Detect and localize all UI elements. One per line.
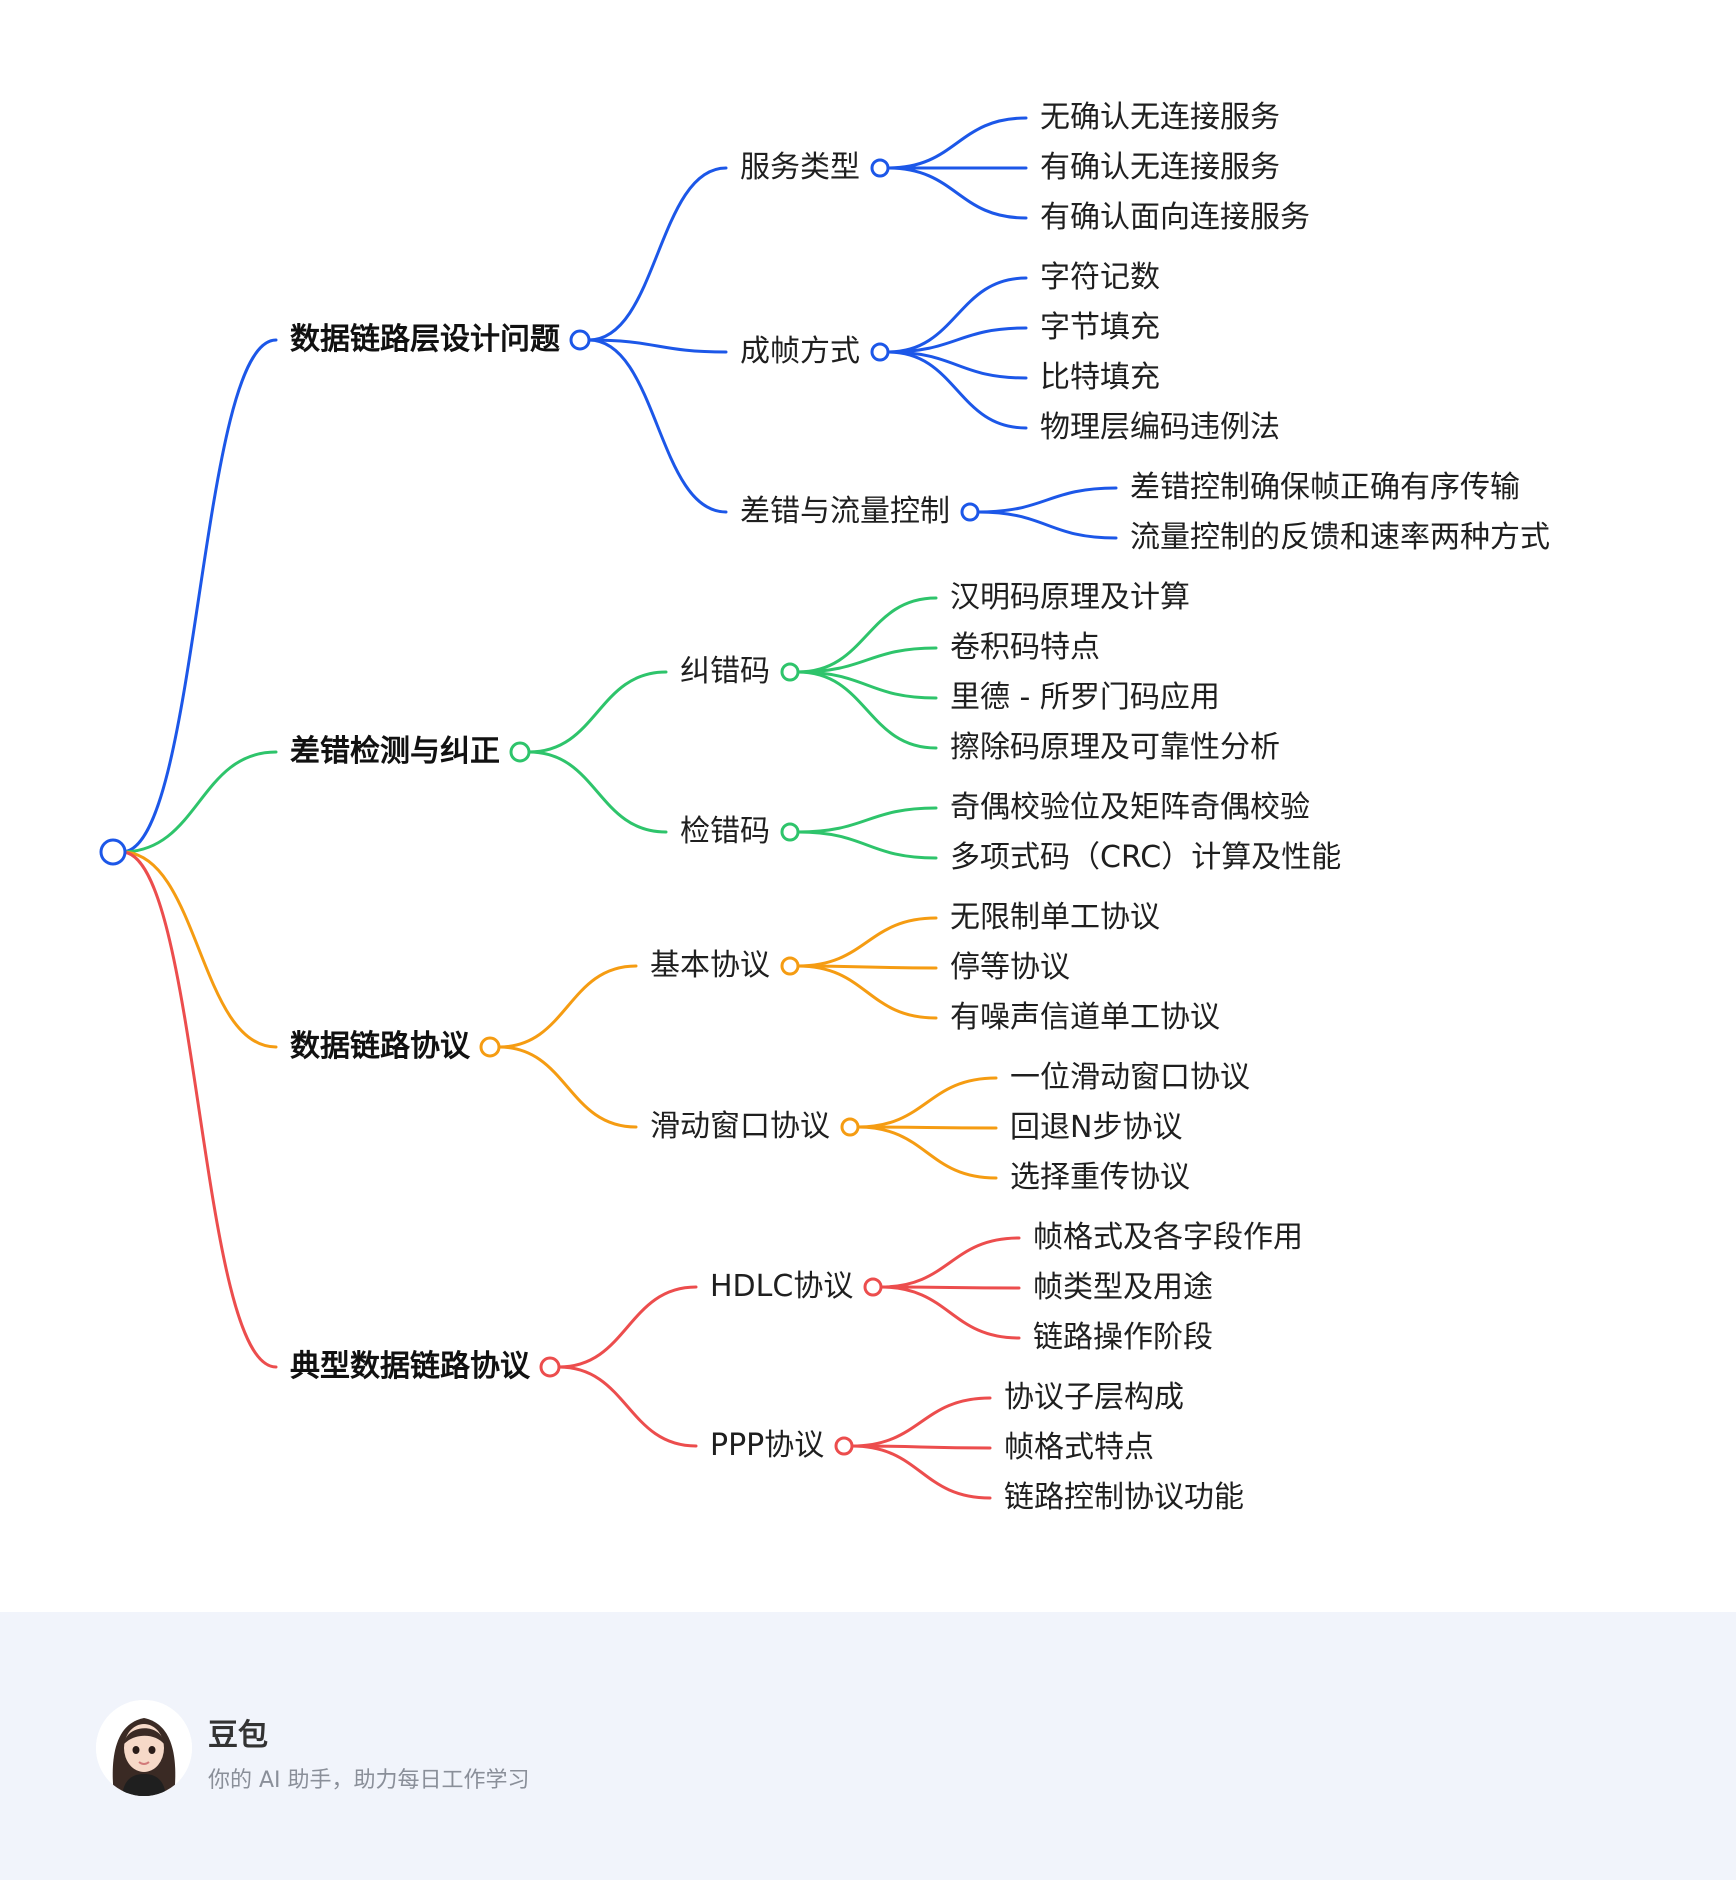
sub-topic: 基本协议 xyxy=(650,948,770,983)
leaf-topic: 里德 - 所罗门码应用 xyxy=(950,680,1220,715)
leaf-topic: 多项式码（CRC）计算及性能 xyxy=(950,840,1342,875)
node-dot xyxy=(840,1117,860,1137)
node-dot xyxy=(569,329,591,351)
node-dot xyxy=(509,741,531,763)
connector-line xyxy=(557,1365,698,1448)
leaf-topic: 链路操作阶段 xyxy=(1033,1320,1213,1355)
connector-line xyxy=(879,1285,1021,1290)
leaf-topic: 帧格式特点 xyxy=(1004,1430,1154,1465)
connector-line xyxy=(850,1396,992,1448)
connector-line xyxy=(120,850,278,1369)
connector-line xyxy=(796,596,938,674)
connector-line xyxy=(587,166,728,342)
node-dot xyxy=(834,1436,854,1456)
connector-line xyxy=(886,350,1028,430)
branch-title: 典型数据链路协议 xyxy=(290,1349,530,1384)
connector-line xyxy=(796,964,938,970)
sub-topic: 服务类型 xyxy=(740,150,860,185)
node-dot xyxy=(479,1036,501,1058)
leaf-topic: 物理层编码违例法 xyxy=(1040,410,1280,445)
leaf-topic: 流量控制的反馈和速率两种方式 xyxy=(1130,520,1550,555)
connector-line xyxy=(120,338,278,854)
connector-line xyxy=(497,964,638,1049)
sub-topic: 纠错码 xyxy=(680,654,770,689)
connector-line xyxy=(856,1125,998,1130)
connector-line xyxy=(587,338,728,354)
connector-line xyxy=(879,1285,1021,1340)
connector-line xyxy=(886,276,1028,354)
leaf-topic: 奇偶校验位及矩阵奇偶校验 xyxy=(950,790,1310,825)
leaf-topic: 一位滑动窗口协议 xyxy=(1010,1060,1250,1095)
leaf-topic: 比特填充 xyxy=(1040,360,1160,395)
connector-line xyxy=(796,964,938,1020)
connector-line xyxy=(856,1125,998,1180)
connector-line xyxy=(796,916,938,968)
connector-line xyxy=(976,486,1118,514)
connector-line xyxy=(796,670,938,700)
leaf-topic: 选择重传协议 xyxy=(1010,1160,1190,1195)
connector-line xyxy=(886,326,1028,354)
sub-topic: PPP协议 xyxy=(710,1428,825,1463)
leaf-topic: 链路控制协议功能 xyxy=(1004,1480,1244,1515)
leaf-topic: 帧类型及用途 xyxy=(1033,1270,1213,1305)
leaf-topic: 有确认无连接服务 xyxy=(1040,150,1280,185)
connector-line xyxy=(796,670,938,750)
connector-line xyxy=(976,510,1118,540)
connector-line xyxy=(886,166,1028,220)
connector-line xyxy=(886,350,1028,380)
connector-line xyxy=(879,1236,1021,1289)
avatar-icon xyxy=(96,1700,192,1796)
leaf-topic: 帧格式及各字段作用 xyxy=(1033,1220,1303,1255)
connector-line xyxy=(557,1285,698,1369)
root-node-icon xyxy=(99,838,127,866)
sub-topic: 滑动窗口协议 xyxy=(650,1109,830,1144)
node-dot xyxy=(870,342,890,362)
connector-line xyxy=(796,830,938,860)
connector-line xyxy=(856,1076,998,1129)
connector-line xyxy=(796,646,938,674)
footer: 豆包 你的 AI 助手，助力每日工作学习 xyxy=(0,1612,1736,1880)
connector-line xyxy=(120,850,278,1049)
leaf-topic: 回退N步协议 xyxy=(1010,1110,1183,1145)
leaf-topic: 有确认面向连接服务 xyxy=(1040,200,1310,235)
brand-tagline: 你的 AI 助手，助力每日工作学习 xyxy=(208,1768,530,1793)
connector-line xyxy=(527,670,668,754)
leaf-topic: 无确认无连接服务 xyxy=(1040,100,1280,135)
sub-topic: 成帧方式 xyxy=(740,334,860,369)
leaf-topic: 有噪声信道单工协议 xyxy=(950,1000,1220,1035)
leaf-topic: 字节填充 xyxy=(1040,310,1160,345)
connector-line xyxy=(497,1045,638,1129)
node-dot xyxy=(780,662,800,682)
brand-name: 豆包 xyxy=(208,1718,268,1753)
node-dot xyxy=(539,1356,561,1378)
connector-line xyxy=(850,1444,992,1450)
sub-topic: 检错码 xyxy=(680,814,770,849)
node-dot xyxy=(863,1277,883,1297)
leaf-topic: 停等协议 xyxy=(950,950,1070,985)
connector-line xyxy=(886,116,1028,170)
leaf-topic: 擦除码原理及可靠性分析 xyxy=(950,730,1280,765)
leaf-topic: 协议子层构成 xyxy=(1004,1380,1184,1415)
branch-title: 差错检测与纠正 xyxy=(290,734,500,769)
mind-map: 数据链路层设计问题 服务类型成帧方式差错与流量控制 无确认无连接服务有确认无连接服务… xyxy=(99,100,1550,1515)
node-dot xyxy=(960,502,980,522)
mind-map-connectors xyxy=(99,116,1118,1500)
node-dot xyxy=(780,956,800,976)
connector-line xyxy=(120,750,278,854)
leaf-topic: 字符记数 xyxy=(1040,260,1160,295)
leaf-topic: 汉明码原理及计算 xyxy=(950,580,1190,615)
sub-topic: HDLC协议 xyxy=(710,1269,854,1304)
leaf-topic: 无限制单工协议 xyxy=(950,900,1160,935)
connector-line xyxy=(527,750,668,834)
branch-title: 数据链路层设计问题 xyxy=(290,322,560,357)
node-dot xyxy=(780,822,800,842)
node-dot xyxy=(870,158,890,178)
connector-line xyxy=(796,806,938,834)
leaf-topic: 差错控制确保帧正确有序传输 xyxy=(1130,470,1520,505)
branch-title: 数据链路协议 xyxy=(290,1029,470,1064)
connector-line xyxy=(850,1444,992,1500)
sub-topic: 差错与流量控制 xyxy=(740,494,950,529)
leaf-topic: 卷积码特点 xyxy=(950,630,1100,665)
connector-line xyxy=(587,338,728,514)
